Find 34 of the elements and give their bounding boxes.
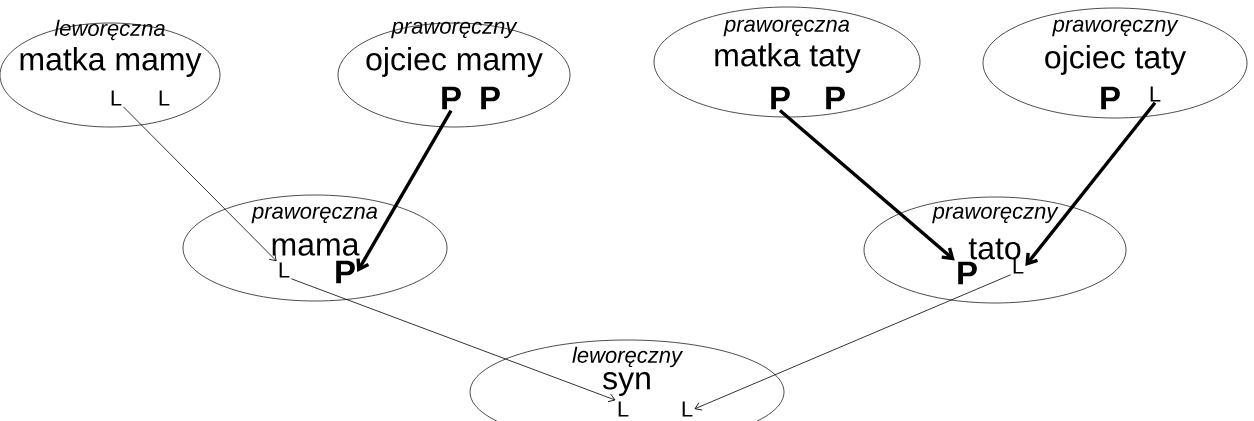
trait-label: praworęczny: [391, 21, 518, 39]
allele-letter: L: [159, 90, 170, 106]
person-label: matka mamy: [20, 47, 202, 77]
person-label: ojciec taty: [1045, 45, 1187, 75]
trait-label: leworęczna: [54, 19, 165, 41]
allele-letter: P: [826, 86, 845, 110]
allele-letter: P: [771, 86, 790, 110]
allele-letter: P: [958, 261, 977, 285]
arrow: [290, 278, 616, 403]
trait-label: praworęczny: [932, 206, 1059, 224]
arrow: [356, 109, 453, 272]
arrow: [122, 106, 277, 262]
arrow: [1025, 101, 1157, 266]
person-label: tato: [968, 238, 1021, 260]
allele-letter: P: [442, 86, 461, 110]
arrow: [694, 274, 1012, 411]
allele-letter: L: [618, 401, 629, 417]
allele-letter: L: [1150, 86, 1161, 102]
arrow: [778, 109, 955, 261]
allele-letter: L: [279, 262, 290, 278]
allele-letter: P: [1101, 86, 1120, 110]
trait-label: praworęczna: [251, 206, 378, 224]
allele-letter: P: [336, 260, 355, 284]
trait-label: leworęczny: [572, 346, 684, 368]
person-label: mama: [272, 238, 360, 256]
trait-label: praworęczny: [1052, 19, 1179, 37]
allele-letter: L: [682, 401, 693, 417]
allele-letter: L: [1013, 258, 1024, 274]
trait-label: praworęczna: [723, 19, 850, 37]
allele-letter: P: [481, 86, 500, 110]
person-label: ojciec mamy: [366, 47, 543, 77]
person-label: matka taty: [715, 43, 861, 73]
allele-letter: L: [111, 90, 122, 106]
person-label: syn: [603, 372, 650, 396]
